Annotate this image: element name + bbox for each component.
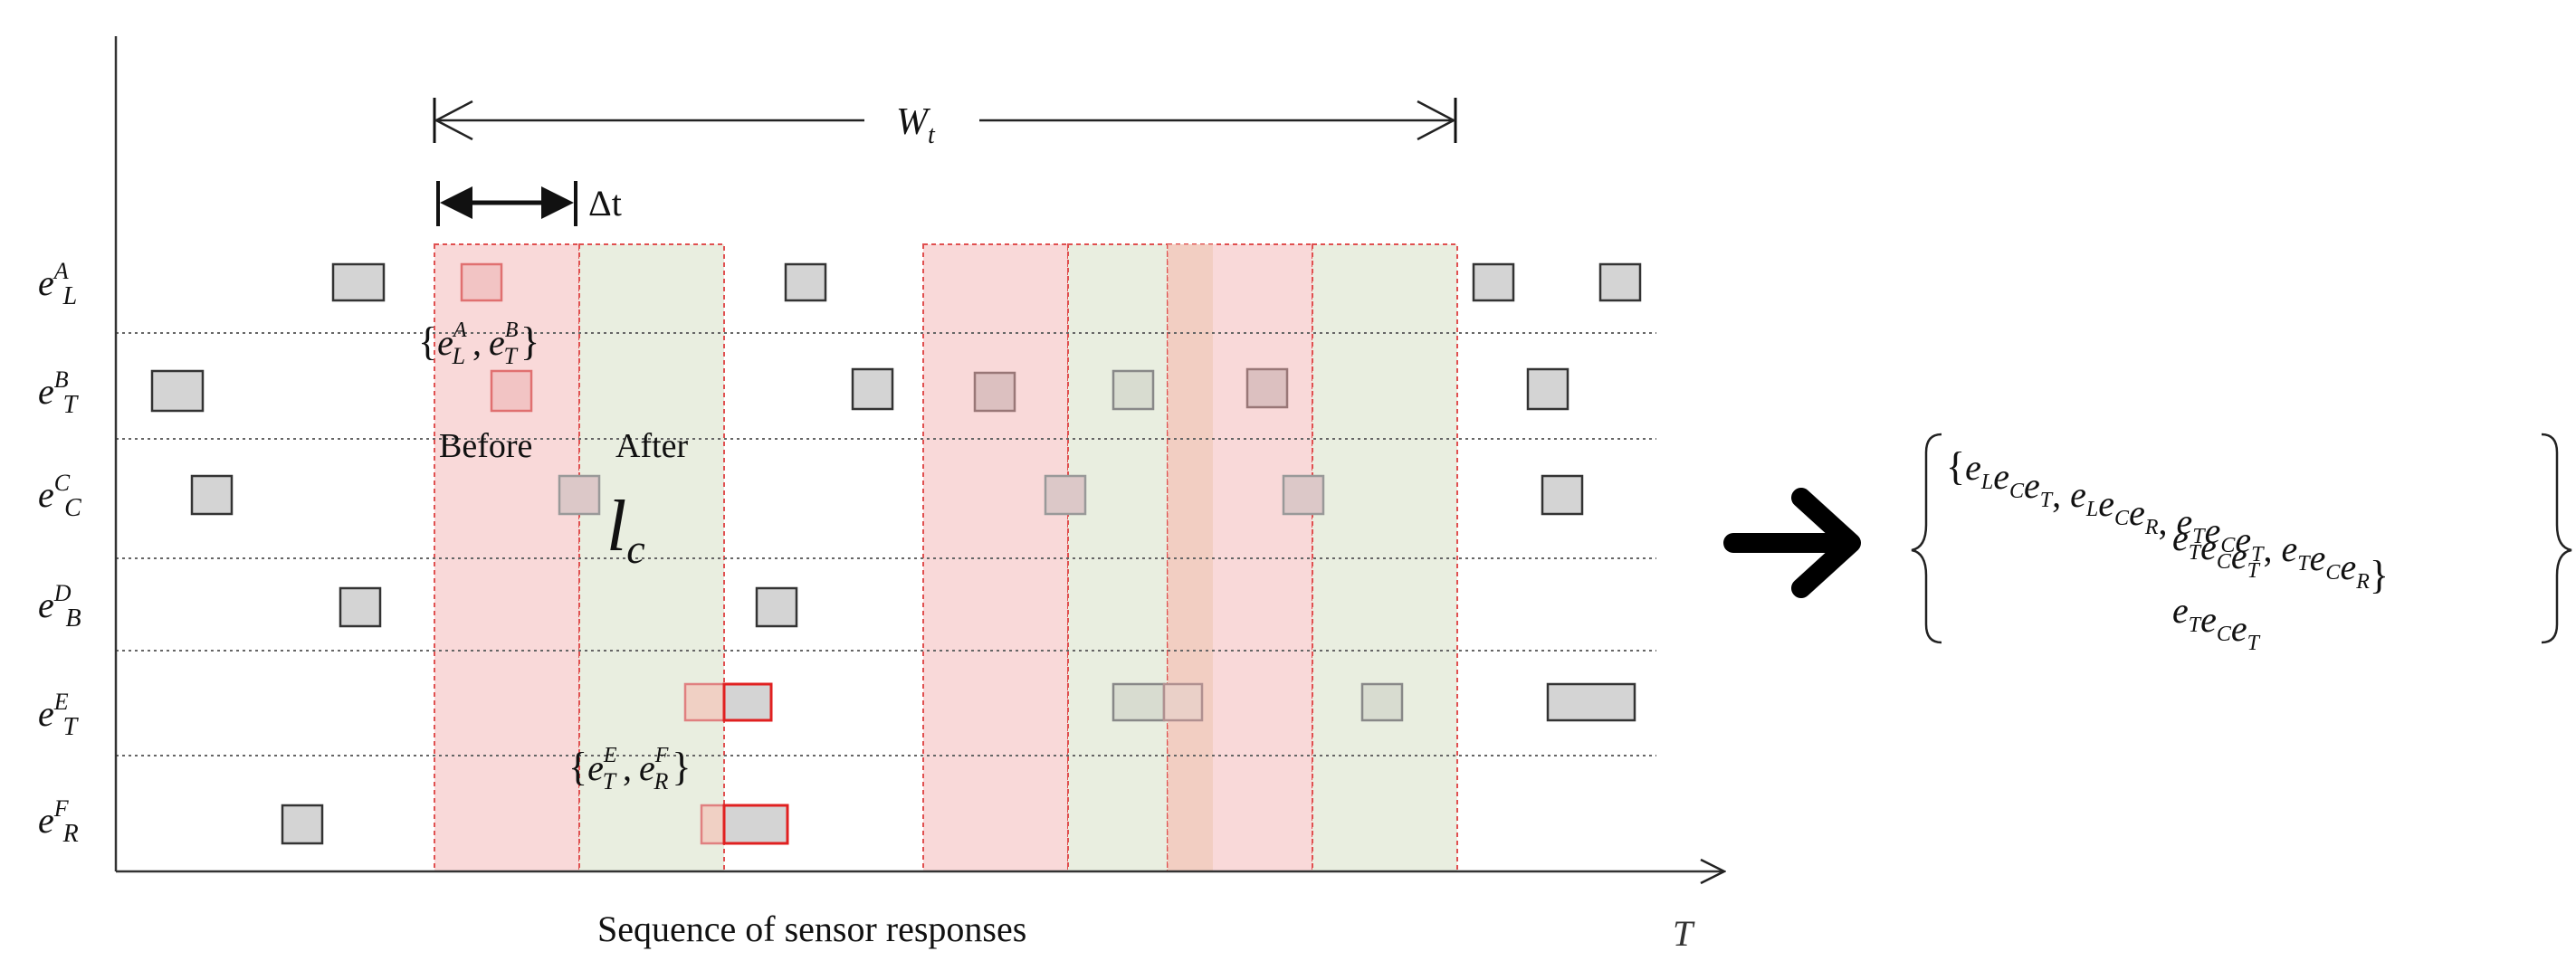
result-term: e — [2340, 547, 2356, 587]
event-block-faded — [1044, 474, 1087, 516]
event-block — [1598, 262, 1642, 302]
result-term: e — [2177, 501, 2193, 542]
after-label: After — [615, 427, 689, 465]
event-block — [1472, 262, 1515, 302]
result-term: e — [2205, 510, 2221, 551]
event-block-faded — [1245, 367, 1289, 409]
window-span-arrow — [433, 98, 1457, 143]
result-term-sub: L — [1980, 471, 1993, 494]
result-term-sub: T — [2247, 559, 2261, 583]
result-term: e — [2310, 538, 2326, 578]
event-block — [1526, 367, 1569, 411]
delta-t-label: Δt — [588, 183, 622, 224]
result-term-sub: T — [2192, 525, 2206, 548]
result-term-sub: C — [2217, 623, 2232, 646]
result-line-2: eTeCeT — [2172, 518, 2261, 583]
result-term-sub: C — [2325, 561, 2341, 585]
result-term: e — [2235, 519, 2251, 560]
event-block — [784, 262, 827, 302]
event-blocks — [150, 262, 1642, 845]
event-block — [755, 586, 798, 628]
event-block — [1546, 682, 1636, 722]
result-term-sub: C — [2114, 507, 2130, 530]
event-block-highlight — [722, 682, 773, 722]
result-term-sub: T — [2247, 632, 2261, 655]
result-term: e — [2231, 608, 2247, 649]
result-term: e — [2172, 518, 2189, 558]
result-term-sub: T — [2040, 489, 2054, 512]
result-term-sub: C — [2009, 480, 2025, 503]
event-block-faded — [490, 369, 533, 413]
x-axis-caption: Sequence of sensor responses — [597, 909, 1026, 949]
event-block — [851, 367, 894, 411]
delta-t-arrow — [436, 181, 577, 226]
result-line-3: eTeCeT — [2172, 590, 2261, 655]
result-term: e — [2098, 483, 2114, 524]
result-term: e — [2282, 528, 2298, 569]
result-term: e — [2070, 474, 2086, 515]
event-block-faded — [1111, 369, 1155, 411]
result-term: e — [1965, 447, 1981, 488]
result-term-sub: L — [2085, 498, 2098, 521]
result-term: e — [2231, 536, 2247, 576]
result-term-sub: T — [2251, 543, 2265, 566]
result-term: e — [2129, 492, 2145, 533]
result-term-sub: C — [2220, 534, 2236, 557]
event-block — [150, 369, 205, 413]
result-separator: , — [2264, 528, 2282, 569]
before-window-2 — [922, 243, 1069, 872]
lc-label: lc — [606, 487, 645, 572]
result-term: e — [2200, 599, 2217, 640]
event-block-highlight — [722, 804, 789, 845]
result-separator: , — [2159, 501, 2177, 542]
event-block-faded — [1162, 682, 1204, 722]
event-block-faded — [1360, 682, 1404, 722]
result-term: e — [1993, 456, 2009, 497]
result-term-sub: R — [2144, 516, 2159, 539]
axes — [114, 36, 1724, 871]
result-term-sub: T — [2297, 552, 2311, 576]
result-term-sub: T — [2189, 541, 2202, 565]
event-block — [339, 586, 382, 628]
result-term: e — [2172, 590, 2189, 631]
event-block-faded — [1282, 474, 1325, 516]
event-block-faded — [558, 474, 601, 516]
x-axis-time-label: T — [1673, 913, 1695, 954]
result-left-brace — [1911, 433, 1942, 644]
before-label: Before — [439, 427, 532, 465]
event-block-faded — [973, 371, 1016, 413]
result-line-1: {eLeCeT, eLeCeR, eTeCeT, eTeCeR} — [1946, 444, 2389, 597]
event-block-faded — [460, 262, 503, 302]
event-block — [281, 804, 324, 845]
result-arrow-icon — [1723, 488, 1861, 598]
result-term: e — [2024, 465, 2040, 506]
result-right-brace — [2541, 433, 2572, 644]
result-term-sub: R — [2355, 570, 2370, 594]
result-separator: , — [2052, 474, 2070, 515]
result-term-sub: C — [2217, 550, 2232, 574]
event-block-faded — [1111, 682, 1166, 722]
event-block — [190, 474, 234, 516]
result-term: e — [2200, 527, 2217, 567]
result-term-sub: T — [2189, 614, 2202, 637]
event-block — [331, 262, 386, 302]
window-label: Wt — [896, 101, 936, 149]
event-block — [1541, 474, 1584, 516]
